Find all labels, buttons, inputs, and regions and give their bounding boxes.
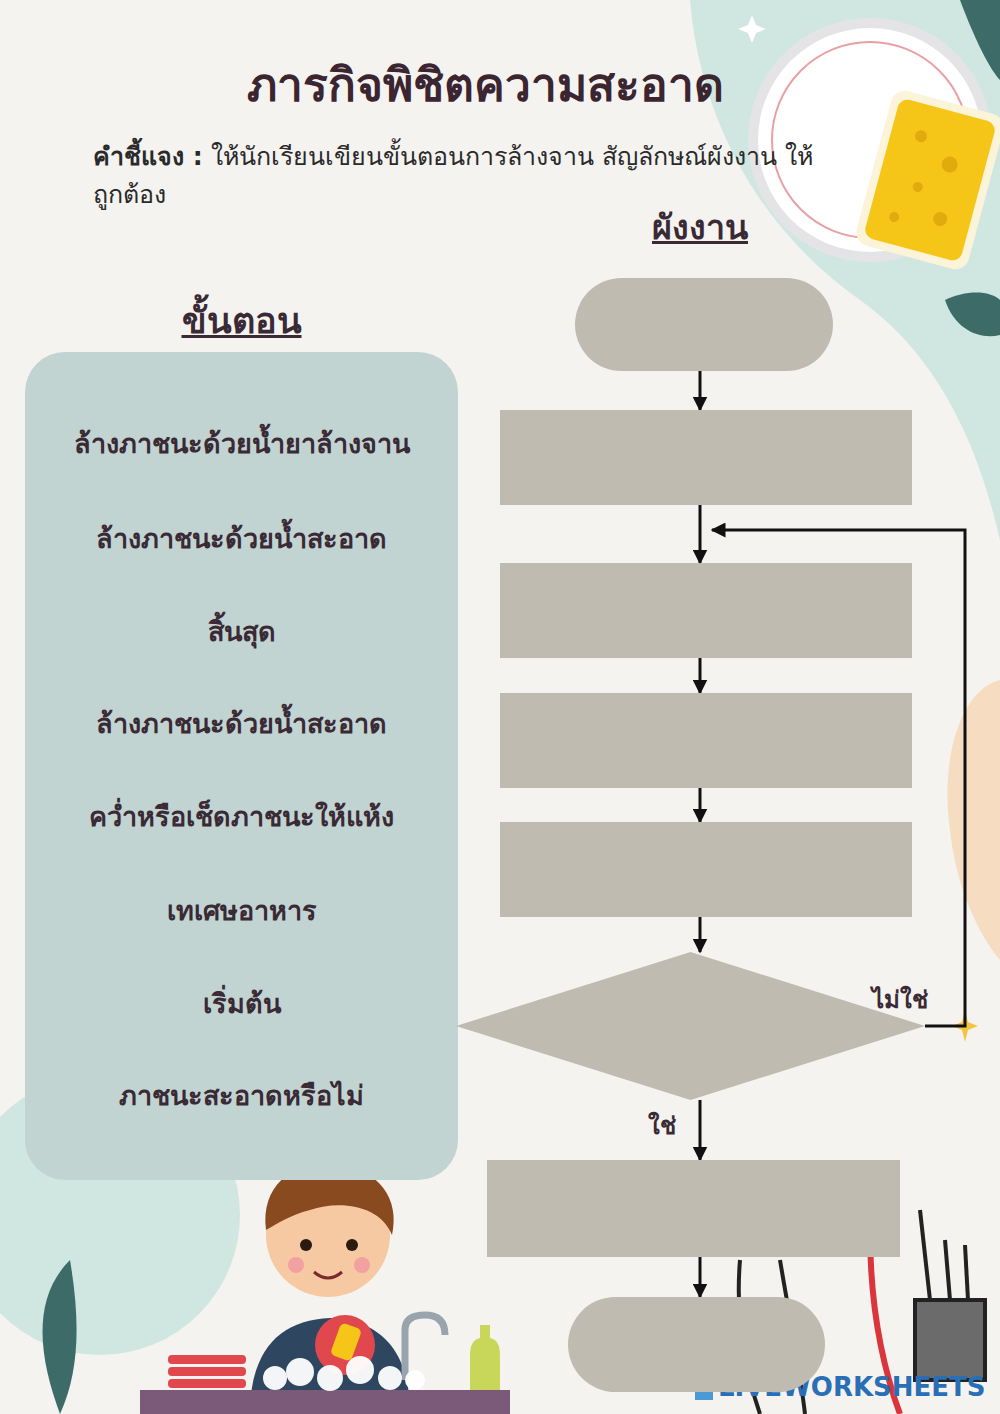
instruction-heading: คำชี้แจง : — [93, 142, 203, 171]
process-box — [487, 1160, 900, 1257]
flow-arrow — [699, 371, 702, 410]
step-text: เริ่มต้น — [35, 982, 448, 1025]
diamond-outline — [456, 952, 925, 1100]
step-text: สิ้นสุด — [35, 610, 448, 653]
terminal-shape — [568, 1297, 825, 1392]
flow-arrow — [699, 1100, 702, 1160]
sponge — [853, 88, 1000, 273]
step-text: ภาชนะสะอาดหรือไม่ — [35, 1074, 448, 1117]
step-text: คว่ำหรือเช็ดภาชนะให้แห้ง — [35, 795, 448, 838]
leaf — [43, 1260, 77, 1414]
process-box — [500, 563, 912, 658]
step-text: ล้างภาชนะด้วยน้ำยาล้างจาน — [35, 422, 448, 465]
flow-arrow — [699, 788, 702, 822]
diamond-fill — [456, 952, 925, 1100]
step-text: ล้างภาชนะด้วยน้ำสะอาด — [35, 517, 448, 560]
edge-label: ไม่ใช่ — [872, 980, 928, 1019]
steps-panel: ขั้นตอนล้างภาชนะด้วยน้ำยาล้างจานล้างภาชน… — [25, 352, 458, 1180]
leaf — [945, 293, 1000, 337]
instruction: คำชี้แจง :ให้นักเรียนเขียนขั้นตอนการล้าง… — [93, 138, 823, 213]
flow-arrow — [699, 658, 702, 693]
peach-leaf — [947, 680, 1000, 960]
decision-diamond — [456, 952, 925, 1100]
process-box — [500, 410, 912, 505]
boy-washing-dishes — [140, 1164, 510, 1414]
flow-arrow — [699, 505, 702, 563]
step-text: เทเศษอาหาร — [35, 889, 448, 932]
step-text: ล้างภาชนะด้วยน้ำสะอาด — [35, 702, 448, 745]
title: ภารกิจพิชิตความสะอาด — [60, 48, 910, 121]
panel-heading: ขั้นตอน — [35, 292, 448, 349]
sparkle — [738, 15, 766, 43]
flow-arrow — [699, 1257, 702, 1297]
edge-label: ใช่ — [648, 1106, 676, 1145]
terminal-shape — [575, 278, 833, 371]
flow-arrow — [699, 917, 702, 952]
process-box — [500, 822, 912, 917]
process-box — [500, 693, 912, 788]
section-heading: ผังงาน — [560, 200, 840, 254]
